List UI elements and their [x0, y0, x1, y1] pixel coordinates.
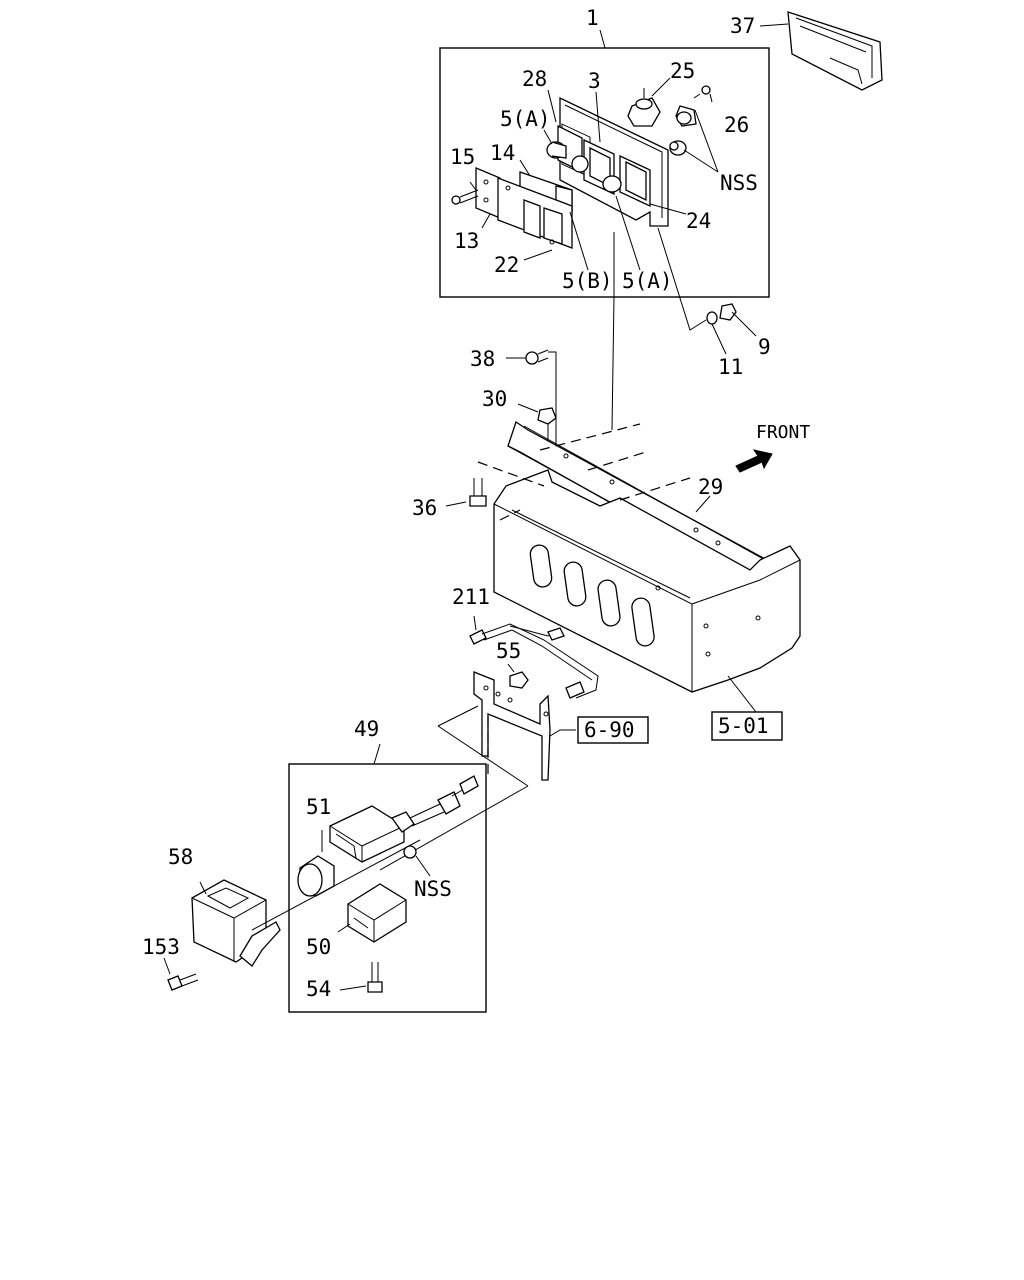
callout-9: 9: [758, 335, 771, 359]
callout-211: 211: [452, 585, 490, 609]
nss-label-bottom: NSS: [414, 877, 452, 901]
bulb-51: [297, 830, 335, 897]
relay-5a-bottom: [602, 175, 622, 193]
callout-5a-bottom: 5(A): [622, 269, 673, 293]
callout-22: 22: [494, 253, 519, 277]
callout-1: 1: [586, 6, 599, 30]
connector-cover-37: [759, 11, 883, 91]
assembly-box-49: [288, 763, 487, 1013]
ref-box-5-01-label: 5-01: [718, 714, 769, 738]
callout-51: 51: [306, 795, 331, 819]
ref-box-6-90[interactable]: 6-90: [577, 716, 649, 744]
callout-54: 54: [306, 977, 331, 1001]
bolt-153: [163, 957, 199, 991]
callout-55: 55: [496, 639, 521, 663]
nss-label-top: NSS: [720, 171, 758, 195]
callout-58: 58: [168, 845, 193, 869]
front-label: FRONT: [756, 422, 810, 443]
ref-box-6-90-label: 6-90: [584, 718, 635, 742]
callout-29: 29: [698, 475, 723, 499]
callout-50: 50: [306, 935, 331, 959]
screw-15: [451, 189, 479, 205]
nut-9: [719, 303, 757, 337]
relay-5a-top: [546, 141, 567, 159]
nss-grommet: [403, 845, 431, 877]
callout-3: 3: [588, 69, 601, 93]
relay-5b: [571, 155, 589, 173]
frame-member: [493, 423, 801, 693]
bracket-6-90: [473, 671, 576, 781]
callout-13: 13: [454, 229, 479, 253]
nss-caps: [669, 105, 697, 156]
callout-14: 14: [490, 141, 515, 165]
callout-5a-top: 5(A): [500, 107, 551, 131]
front-arrow-icon: [735, 449, 773, 473]
callout-28: 28: [522, 67, 547, 91]
bracket-22: [497, 177, 573, 249]
callout-30: 30: [482, 387, 507, 411]
bolt-38: [506, 349, 557, 468]
callout-26: 26: [724, 113, 749, 137]
flasher-25: [627, 88, 661, 127]
callout-15: 15: [450, 145, 475, 169]
callout-153: 153: [142, 935, 180, 959]
nut-30: [517, 403, 557, 464]
callout-49: 49: [354, 717, 379, 741]
lamp-socket-49: [329, 775, 479, 863]
callout-5b: 5(B): [562, 269, 613, 293]
callout-37: 37: [730, 14, 755, 38]
cover-58: [191, 879, 281, 967]
callout-25: 25: [670, 59, 695, 83]
callout-11: 11: [718, 355, 743, 379]
nut-55: [507, 663, 529, 689]
screw-54: [339, 962, 383, 993]
callout-36: 36: [412, 496, 437, 520]
callout-38: 38: [470, 347, 495, 371]
bolt-36: [445, 461, 545, 507]
ref-box-5-01[interactable]: 5-01: [711, 711, 783, 741]
harness-211: [469, 615, 599, 699]
screw-26: [693, 85, 711, 99]
callout-24: 24: [686, 209, 711, 233]
washer-11: [706, 311, 727, 355]
lens-50: [337, 883, 407, 943]
